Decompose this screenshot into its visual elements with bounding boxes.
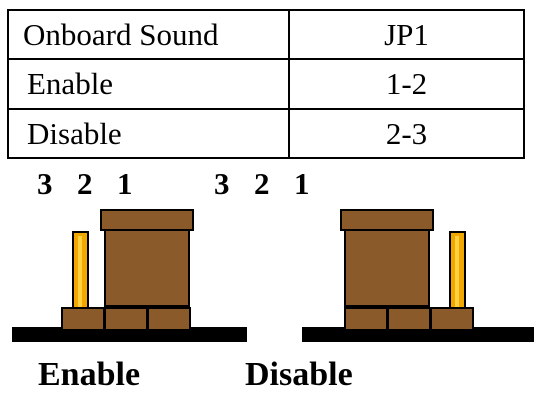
row-pins-disable: 2-3	[288, 107, 525, 160]
table-row: Disable 2-3	[7, 107, 525, 160]
table-row: Enable 1-2	[7, 58, 525, 110]
disable-jumper-cap-top	[340, 209, 434, 231]
row-pins-enable: 1-2	[288, 58, 525, 110]
disable-pin-base-3	[344, 307, 388, 331]
disable-pin-label-3: 3	[214, 166, 230, 201]
jumper-settings-table: Onboard Sound JP1 Enable 1-2 Disable 2-3	[7, 8, 525, 160]
enable-pin-3-highlight	[78, 236, 82, 308]
table-header-row: Onboard Sound JP1	[7, 8, 525, 61]
row-setting-enable: Enable	[7, 58, 290, 110]
header-onboard-sound: Onboard Sound	[7, 8, 290, 61]
disable-jumper-cap-body	[344, 229, 430, 307]
enable-jumper-cap-top	[100, 209, 194, 231]
enable-pin-label-2: 2	[77, 166, 93, 201]
disable-pin-1-highlight	[455, 236, 459, 308]
enable-jumper-cap-body	[104, 229, 190, 307]
disable-pin-base-2	[387, 307, 431, 331]
disable-pin-label-2: 2	[254, 166, 270, 201]
enable-jumper-diagram	[12, 209, 247, 342]
enable-pin-label-3: 3	[37, 166, 53, 201]
disable-jumper-diagram	[302, 209, 534, 342]
enable-pin-base-2	[104, 307, 148, 331]
row-setting-disable: Disable	[7, 107, 290, 160]
enable-caption: Enable	[38, 356, 141, 393]
disable-pin-label-1: 1	[294, 166, 310, 201]
enable-pin-base-1	[147, 307, 191, 331]
enable-pin-base-3	[61, 307, 105, 331]
disable-caption: Disable	[245, 356, 353, 393]
header-jp1: JP1	[288, 8, 525, 61]
disable-pin-base-1	[430, 307, 474, 331]
enable-pin-label-1: 1	[117, 166, 133, 201]
